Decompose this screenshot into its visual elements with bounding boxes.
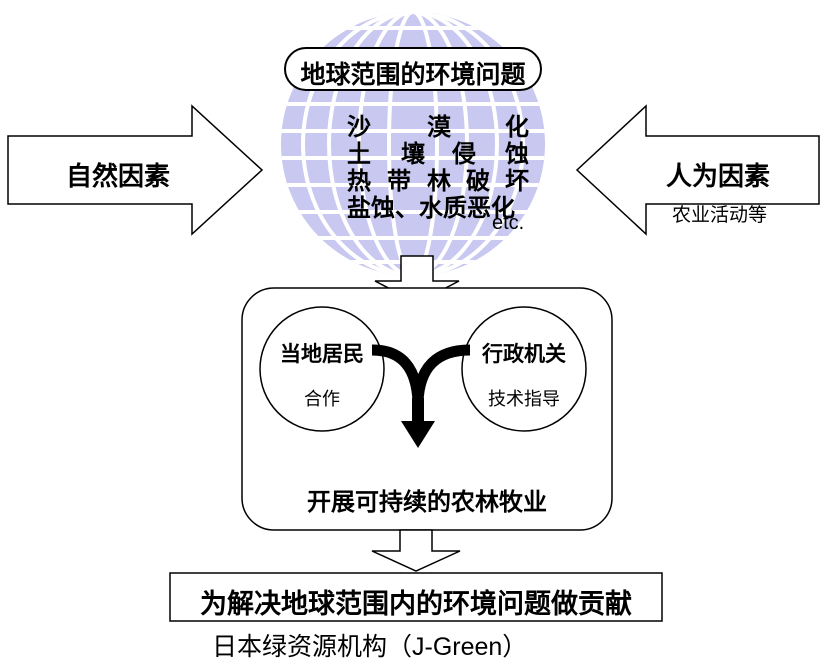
contribution-text: 为解决地球范围内的环境问题做贡献 xyxy=(200,589,632,619)
problem-char: 盐蚀、水质恶化 xyxy=(347,194,515,222)
globe-title: 地球范围的环境问题 xyxy=(300,61,526,89)
down-arrow-to-banner xyxy=(371,529,461,572)
problem-char: 蚀 xyxy=(505,140,529,168)
natural-factors-label: 自然因素 xyxy=(66,161,171,191)
problem-char: 壤 xyxy=(401,140,425,168)
problem-char: 林 xyxy=(427,167,451,195)
problem-char: 化 xyxy=(505,113,529,141)
outcome-label: 开展可持续的农林牧业 xyxy=(307,489,547,516)
problem-char: 侵 xyxy=(452,140,476,168)
footer-credit: 日本绿资源机构（J-Green） xyxy=(212,633,528,661)
administration-circle xyxy=(461,306,587,432)
problem-char: 坏 xyxy=(505,167,529,195)
problem-char: 带 xyxy=(387,167,411,195)
natural-factors-arrow xyxy=(7,104,264,236)
human-factors-sublabel: 农业活动等 xyxy=(672,205,768,226)
problem-char: 破 xyxy=(466,167,490,195)
merge-arrow-icon xyxy=(371,344,471,448)
residents-circle xyxy=(259,306,385,432)
problem-char: 热 xyxy=(347,167,371,195)
problem-char: 沙 xyxy=(347,113,371,141)
residents-title: 当地居民 xyxy=(280,343,364,366)
administration-title: 行政机关 xyxy=(482,343,566,366)
problem-etc: etc. xyxy=(492,212,525,234)
human-factors-arrow xyxy=(575,104,820,236)
residents-sub: 合作 xyxy=(304,389,340,409)
human-factors-label: 人为因素 xyxy=(666,161,771,191)
contribution-banner xyxy=(169,572,663,622)
administration-sub: 技术指导 xyxy=(488,389,560,409)
problem-char: 土 xyxy=(347,140,371,168)
problem-char: 漠 xyxy=(427,113,451,141)
globe-title-pill xyxy=(284,47,542,91)
